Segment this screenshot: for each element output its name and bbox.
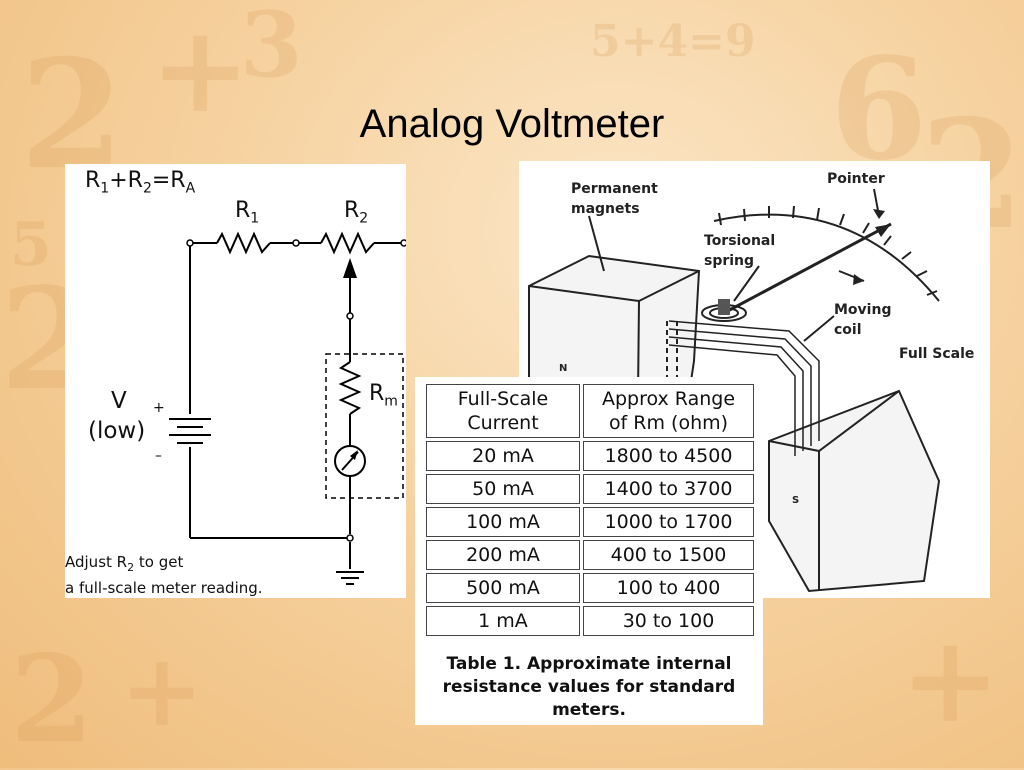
table-row: 1 mA 30 to 100 <box>426 606 754 636</box>
south-pole-label: S <box>792 495 799 506</box>
background-glyph: 2 <box>10 629 94 770</box>
current-cell: 500 mA <box>426 573 580 603</box>
slide-title: Analog Voltmeter <box>359 102 665 146</box>
range-cell: 1800 to 4500 <box>583 441 754 471</box>
current-cell: 50 mA <box>426 474 580 504</box>
background-glyph: 3 <box>240 0 303 98</box>
voltage-label: V <box>111 388 127 414</box>
range-cell: 1400 to 3700 <box>583 474 754 504</box>
torsional-spring-label-1: Torsional <box>704 233 775 249</box>
voltage-low-label: (low) <box>88 418 146 444</box>
r1-label: R1 <box>235 198 260 227</box>
table-row: 100 mA 1000 to 1700 <box>426 507 754 537</box>
battery-plus-sign: + <box>153 400 165 416</box>
circuit-caption: Adjust R2 to get a full-scale meter read… <box>65 553 263 597</box>
battery-minus-sign: – <box>155 448 162 464</box>
current-cell: 100 mA <box>426 507 580 537</box>
resistance-formula: R1+R2=RA <box>85 168 196 197</box>
current-cell: 20 mA <box>426 441 580 471</box>
table-row: 200 mA 400 to 1500 <box>426 540 754 570</box>
table-row: 50 mA 1400 to 3700 <box>426 474 754 504</box>
r2-label: R2 <box>344 198 369 227</box>
range-cell: 1000 to 1700 <box>583 507 754 537</box>
voltmeter-circuit-diagram: R1+R2=RA R1 R2 Rm V (low) + – Adjust R2 … <box>65 164 406 598</box>
rm-label: Rm <box>369 381 398 410</box>
north-pole-label: N <box>559 363 567 374</box>
table-caption: Table 1. Approximate internal resistance… <box>442 654 736 720</box>
table-row: 20 mA 1800 to 4500 <box>426 441 754 471</box>
range-cell: 400 to 1500 <box>583 540 754 570</box>
range-cell: 30 to 100 <box>583 606 754 636</box>
permanent-magnets-label-1: Permanent <box>571 181 658 197</box>
pointer-label: Pointer <box>827 171 885 187</box>
current-cell: 1 mA <box>426 606 580 636</box>
full-scale-label: Full Scale <box>899 346 974 362</box>
background-glyph: 5 <box>10 210 52 280</box>
current-cell: 200 mA <box>426 540 580 570</box>
circuit-drawing <box>169 231 406 585</box>
moving-coil-label-1: Moving <box>834 302 891 318</box>
torsional-spring-label-2: spring <box>704 253 754 269</box>
background-glyph: + <box>900 609 1001 750</box>
range-cell: 100 to 400 <box>583 573 754 603</box>
permanent-magnets-label-2: magnets <box>571 201 640 217</box>
background-glyph: + <box>120 631 204 749</box>
table-row: 500 mA 100 to 400 <box>426 573 754 603</box>
moving-coil-label-2: coil <box>834 322 862 338</box>
background-glyph: 5+4=9 <box>590 16 756 67</box>
